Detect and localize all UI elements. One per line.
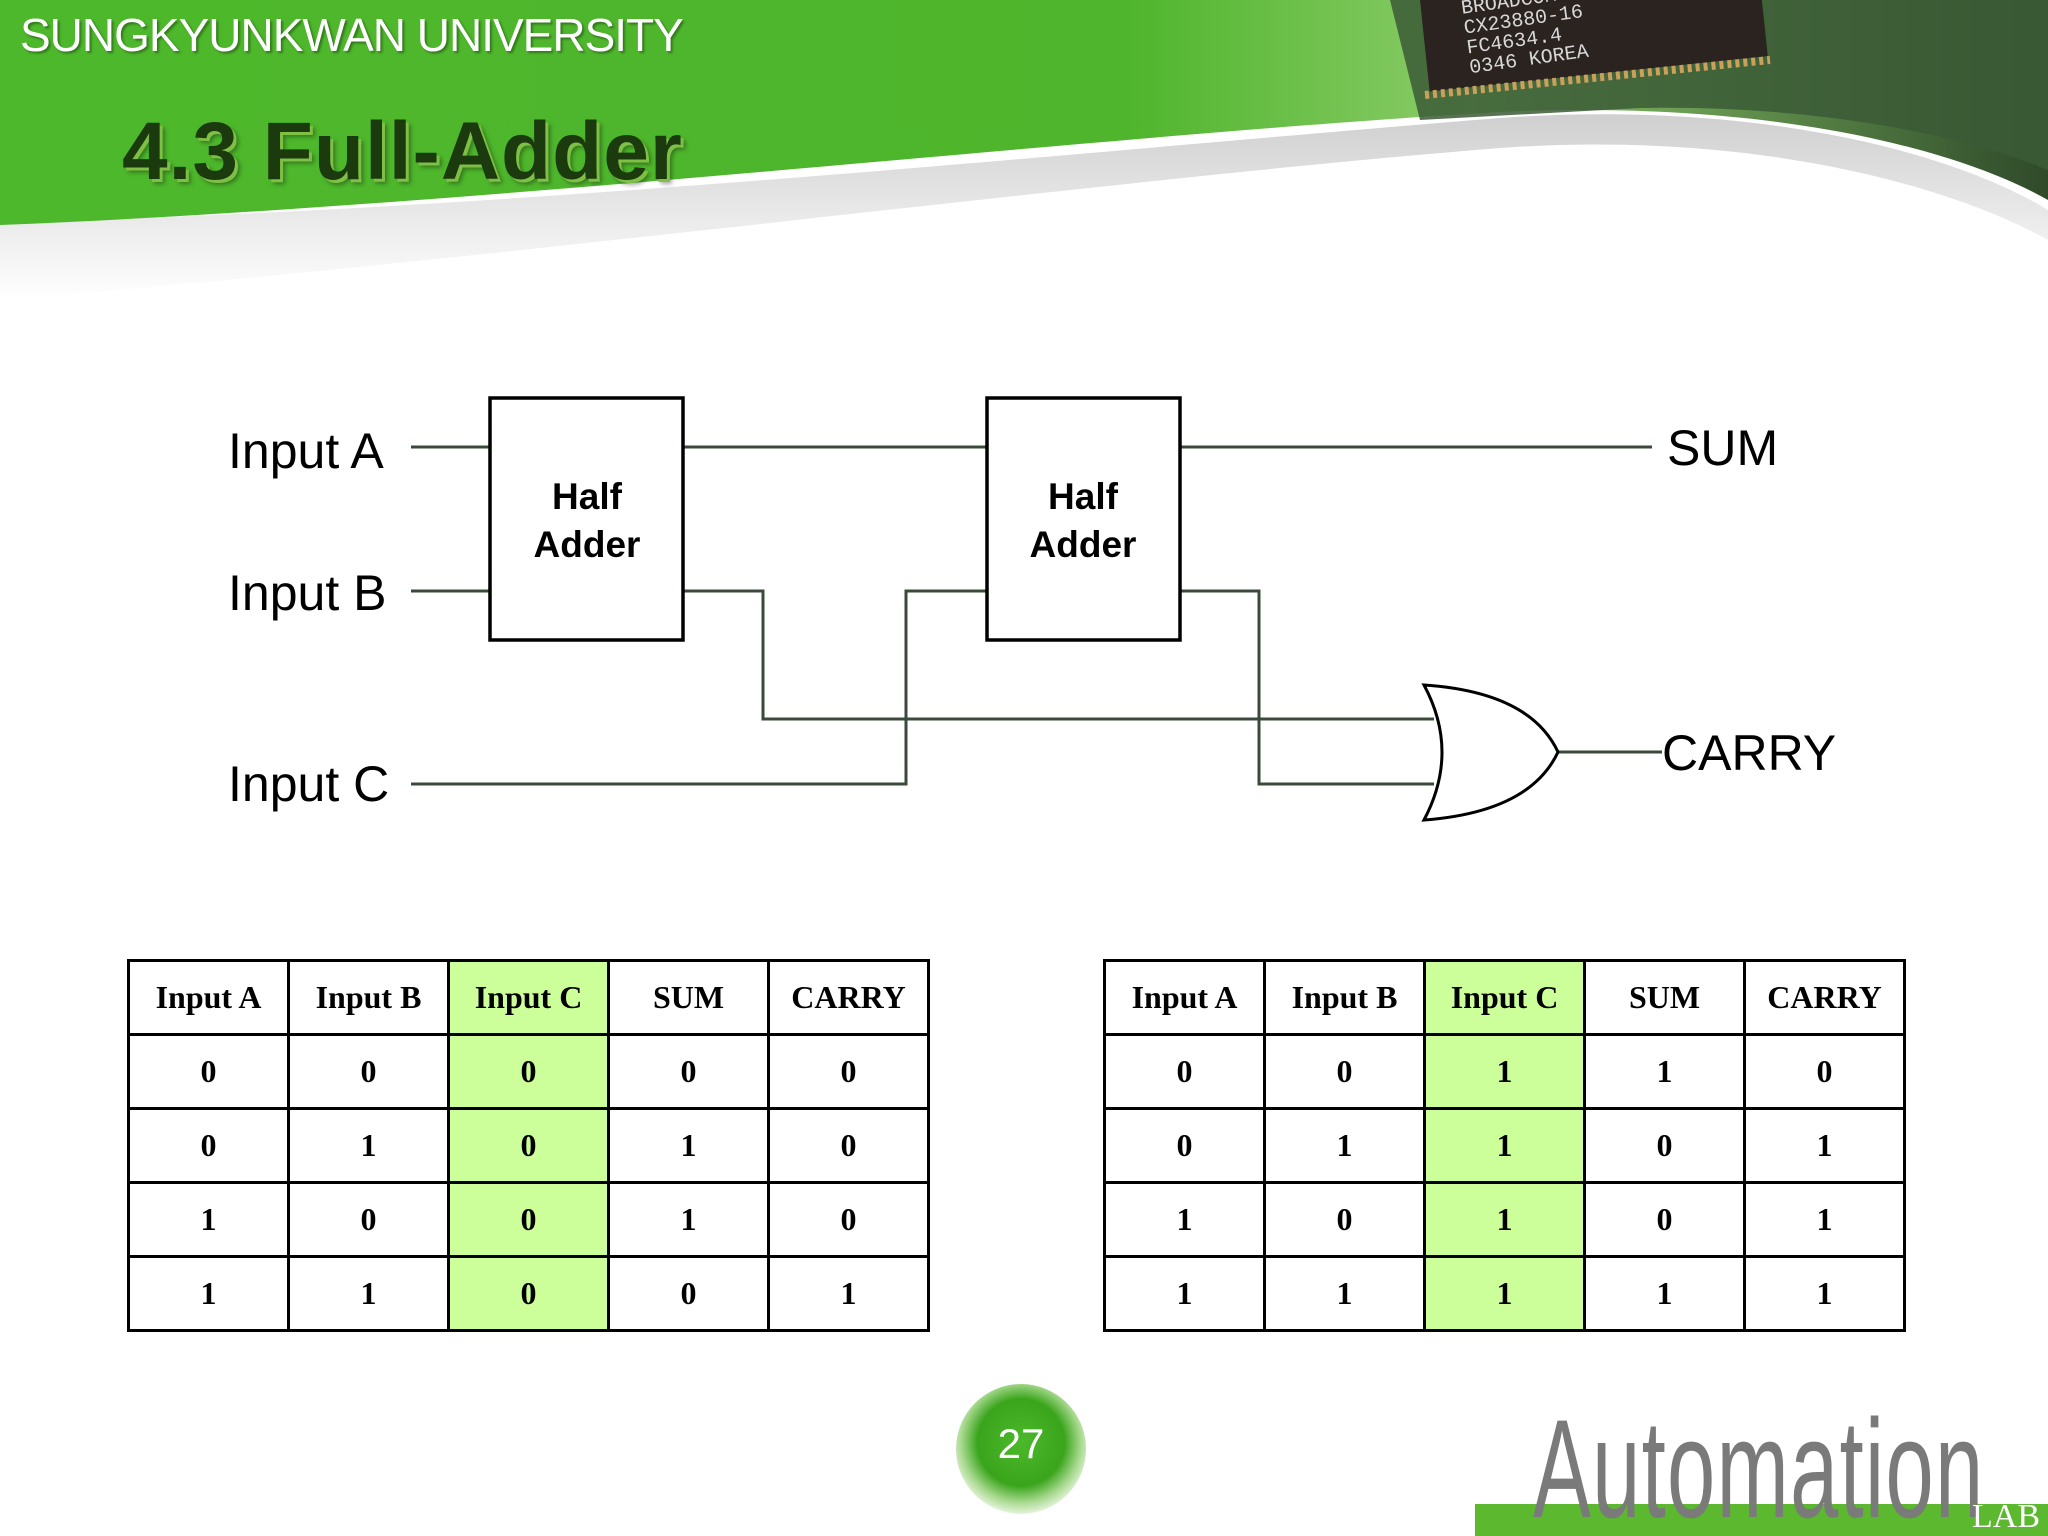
table-cell: 0 bbox=[1743, 1033, 1906, 1110]
page-number-badge: 27 bbox=[956, 1384, 1086, 1514]
label-sum: SUM bbox=[1667, 420, 1778, 476]
table-cell: 1 bbox=[1103, 1181, 1266, 1258]
table-cell: 0 bbox=[447, 1181, 610, 1258]
table-cell: 0 bbox=[1583, 1107, 1746, 1184]
table-cell: 1 bbox=[1743, 1107, 1906, 1184]
wire-ha1-carry bbox=[683, 589, 1340, 721]
table-cell: 1 bbox=[287, 1255, 450, 1332]
label-input-c: Input C bbox=[228, 756, 389, 812]
header-input-c: Input C bbox=[1423, 959, 1586, 1036]
table-cell: 1 bbox=[1423, 1181, 1586, 1258]
table-header-row: Input A Input B Input C SUM CARRY bbox=[1103, 959, 1906, 1036]
table-cell: 0 bbox=[1263, 1033, 1426, 1110]
table-cell: 0 bbox=[447, 1255, 610, 1332]
half-adder-1 bbox=[488, 396, 685, 642]
logo-bar bbox=[1475, 1504, 2048, 1536]
table-cell: 1 bbox=[1423, 1107, 1586, 1184]
table-cell: 0 bbox=[1103, 1033, 1266, 1110]
automation-lab-logo: Automation LAB bbox=[1475, 1400, 2048, 1536]
table-cell: 0 bbox=[607, 1033, 770, 1110]
full-adder-diagram: Input A Input B Input C Half Adder Half … bbox=[228, 396, 1836, 822]
table-cell: 0 bbox=[767, 1107, 930, 1184]
table-cell: 0 bbox=[447, 1033, 610, 1110]
table-cell: 0 bbox=[127, 1107, 290, 1184]
header-input-a: Input A bbox=[127, 959, 290, 1036]
table-cell: 0 bbox=[767, 1033, 930, 1110]
table-cell: 1 bbox=[127, 1181, 290, 1258]
label-input-a: Input A bbox=[228, 423, 384, 479]
header-input-b: Input B bbox=[287, 959, 450, 1036]
half-adder-1-line2: Adder bbox=[534, 524, 641, 565]
table-cell: 1 bbox=[1103, 1255, 1266, 1332]
header-sum: SUM bbox=[1583, 959, 1746, 1036]
half-adder-2-line2: Adder bbox=[1030, 524, 1137, 565]
page-number: 27 bbox=[997, 1420, 1045, 1467]
table-cell: 1 bbox=[1583, 1033, 1746, 1110]
header-input-c: Input C bbox=[447, 959, 610, 1036]
table-cell: 1 bbox=[1423, 1255, 1586, 1332]
table-cell: 1 bbox=[1743, 1181, 1906, 1258]
chip-pins bbox=[1424, 56, 1771, 99]
table-row: 0 1 0 1 0 bbox=[127, 1107, 930, 1184]
header-carry: CARRY bbox=[1743, 959, 1906, 1036]
table-cell: 0 bbox=[287, 1033, 450, 1110]
table-header-row: Input A Input B Input C SUM CARRY bbox=[127, 959, 930, 1036]
label-input-b: Input B bbox=[228, 565, 386, 621]
half-adder-2-line1: Half bbox=[1048, 476, 1119, 517]
table-cell: 0 bbox=[607, 1255, 770, 1332]
table-cell: 1 bbox=[1743, 1255, 1906, 1332]
header-input-b: Input B bbox=[1263, 959, 1426, 1036]
header-sum: SUM bbox=[607, 959, 770, 1036]
table-cell: 0 bbox=[447, 1107, 610, 1184]
logo-word: Automation bbox=[1533, 1400, 1985, 1536]
table-cell: 1 bbox=[607, 1181, 770, 1258]
table-row: 1 0 1 0 1 bbox=[1103, 1181, 1906, 1258]
truth-table-c1: Input A Input B Input C SUM CARRY 0 0 1 … bbox=[1103, 959, 1906, 1332]
truth-table-c0: Input A Input B Input C SUM CARRY 0 0 0 … bbox=[127, 959, 930, 1332]
table-cell: 0 bbox=[1583, 1181, 1746, 1258]
table-cell: 1 bbox=[287, 1107, 450, 1184]
table-cell: 1 bbox=[607, 1107, 770, 1184]
wire-input-c bbox=[411, 589, 987, 786]
half-adder-1-line1: Half bbox=[552, 476, 623, 517]
university-name: SUNGKYUNKWAN UNIVERSITY bbox=[20, 9, 684, 61]
label-carry: CARRY bbox=[1662, 725, 1836, 781]
table-row: 1 1 1 1 1 bbox=[1103, 1255, 1906, 1332]
chip-body bbox=[1420, 0, 1768, 92]
header-banner bbox=[0, 0, 2048, 300]
table-cell: 0 bbox=[1103, 1107, 1266, 1184]
table-cell: 0 bbox=[287, 1181, 450, 1258]
table-cell: 1 bbox=[1423, 1033, 1586, 1110]
logo-lab: LAB bbox=[1972, 1498, 2040, 1535]
wire-ha2-carry bbox=[1178, 589, 1340, 786]
table-row: 0 1 1 0 1 bbox=[1103, 1107, 1906, 1184]
table-row: 1 0 0 1 0 bbox=[127, 1181, 930, 1258]
table-cell: 0 bbox=[127, 1033, 290, 1110]
table-row: 1 1 0 0 1 bbox=[127, 1255, 930, 1332]
header-input-a: Input A bbox=[1103, 959, 1266, 1036]
table-row: 0 0 1 1 0 bbox=[1103, 1033, 1906, 1110]
table-cell: 0 bbox=[767, 1181, 930, 1258]
table-cell: 1 bbox=[1583, 1255, 1746, 1332]
half-adder-2 bbox=[985, 396, 1182, 642]
wires bbox=[411, 445, 1662, 786]
table-cell: 0 bbox=[1263, 1181, 1426, 1258]
table-cell: 1 bbox=[127, 1255, 290, 1332]
header-carry: CARRY bbox=[767, 959, 930, 1036]
banner-shadow bbox=[0, 114, 2048, 300]
or-gate bbox=[1421, 683, 1560, 822]
table-cell: 1 bbox=[1263, 1107, 1426, 1184]
table-row: 0 0 0 0 0 bbox=[127, 1033, 930, 1110]
table-cell: 1 bbox=[767, 1255, 930, 1332]
table-cell: 1 bbox=[1263, 1255, 1426, 1332]
page-title: 4.3 Full-Adder bbox=[122, 106, 683, 197]
